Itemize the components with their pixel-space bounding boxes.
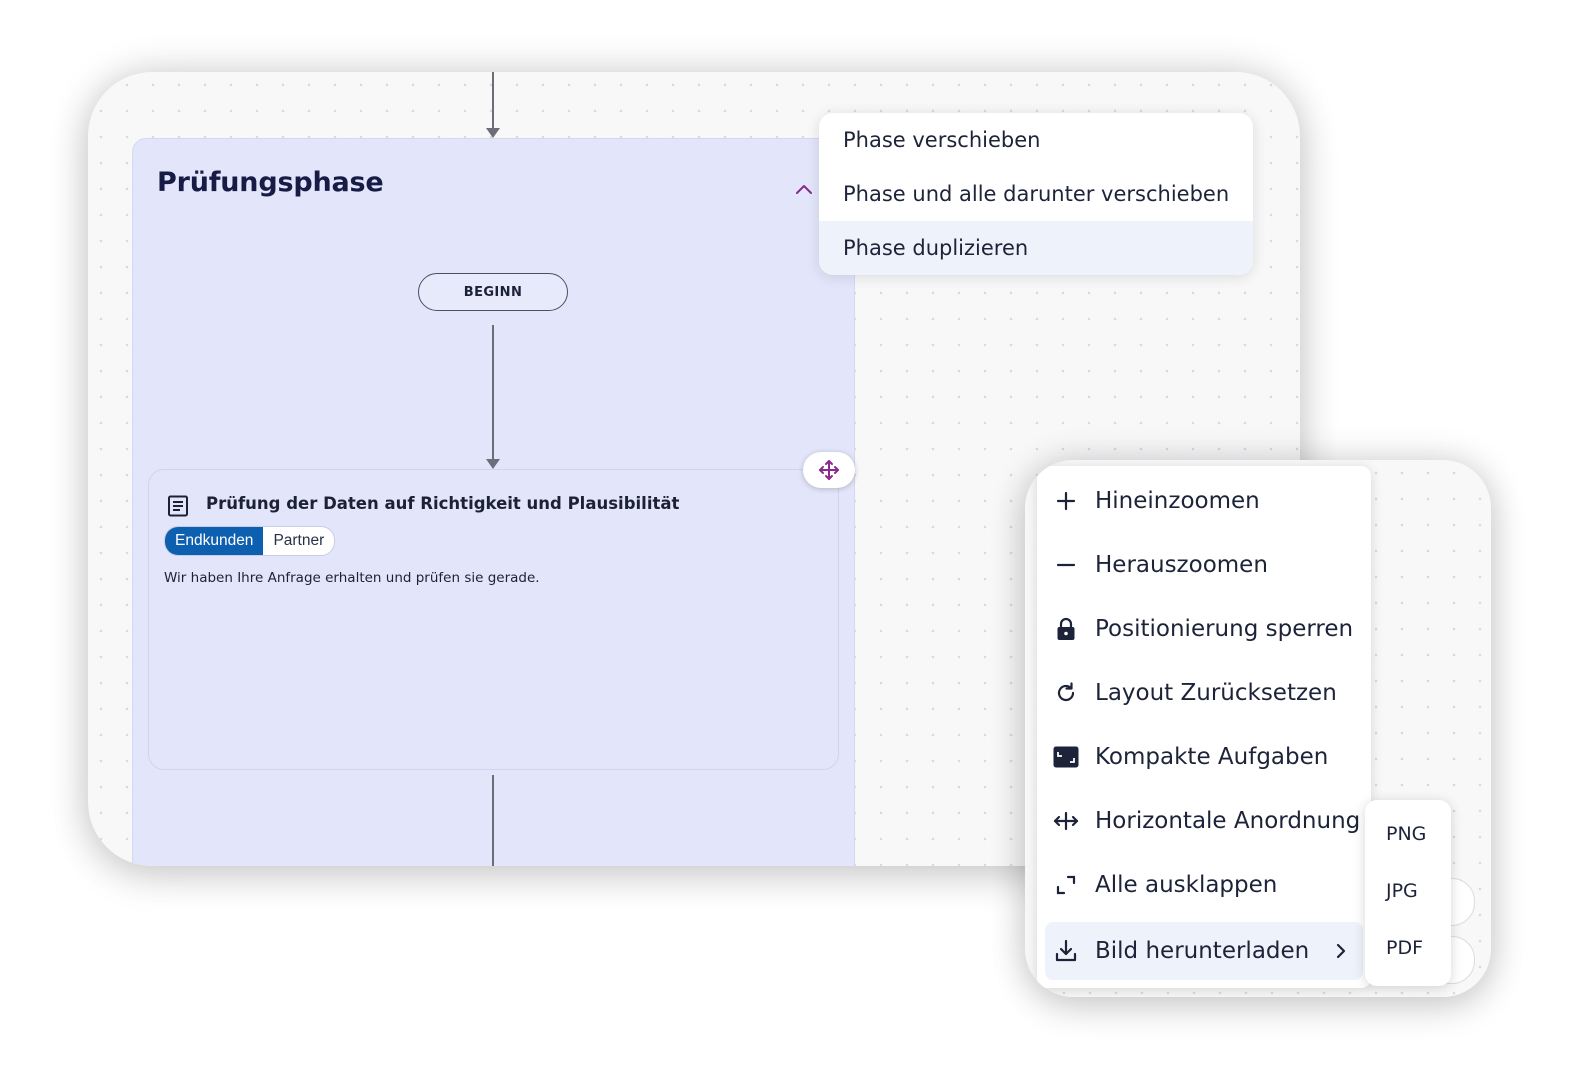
download-icon bbox=[1053, 938, 1079, 964]
task-description: Wir haben Ihre Anfrage erhalten und prüf… bbox=[164, 570, 540, 586]
document-icon bbox=[168, 495, 188, 517]
compact-icon bbox=[1053, 744, 1079, 770]
menu-item-label: Alle ausklappen bbox=[1095, 872, 1278, 898]
menu-item-label: Hineinzoomen bbox=[1095, 488, 1260, 514]
start-node[interactable]: BEGINN bbox=[418, 273, 568, 311]
format-option-jpg[interactable]: JPG bbox=[1386, 880, 1418, 902]
menu-item-horizontal-layout[interactable]: Horizontale Anordnung bbox=[1045, 792, 1363, 850]
chevron-right-icon bbox=[1336, 943, 1346, 959]
menu-item-label: Bild herunterladen bbox=[1095, 938, 1310, 964]
download-format-submenu: PNG JPG PDF bbox=[1365, 800, 1451, 986]
format-option-pdf[interactable]: PDF bbox=[1386, 937, 1424, 959]
connector-arrow-head bbox=[486, 128, 500, 138]
menu-item-expand-all[interactable]: Alle ausklappen bbox=[1045, 856, 1363, 914]
move-icon bbox=[819, 460, 839, 480]
menu-item-label: Positionierung sperren bbox=[1095, 616, 1354, 642]
task-card[interactable]: Prüfung der Daten auf Richtigkeit und Pl… bbox=[148, 469, 839, 770]
horizontal-arrows-icon bbox=[1053, 808, 1079, 834]
format-option-png[interactable]: PNG bbox=[1386, 823, 1427, 845]
connector-arrow bbox=[492, 775, 494, 866]
connector-arrow bbox=[492, 325, 494, 459]
audience-option-partner[interactable]: Partner bbox=[263, 527, 334, 555]
menu-item-compact-tasks[interactable]: Kompakte Aufgaben bbox=[1045, 728, 1363, 786]
move-handle[interactable] bbox=[803, 452, 855, 488]
lock-icon bbox=[1053, 616, 1079, 642]
chevron-up-icon[interactable] bbox=[793, 181, 815, 197]
menu-item-label: Layout Zurücksetzen bbox=[1095, 680, 1337, 706]
menu-item-phase-verschieben[interactable]: Phase verschieben bbox=[843, 128, 1041, 152]
canvas-options-panel: Hineinzoomen Herauszoomen Positionierung… bbox=[1025, 460, 1491, 997]
connector-arrow-head bbox=[486, 459, 500, 469]
connector-arrow bbox=[492, 72, 494, 128]
menu-item-label: Horizontale Anordnung bbox=[1095, 808, 1361, 834]
menu-item-zoom-in[interactable]: Hineinzoomen bbox=[1045, 472, 1363, 530]
menu-item-reset-layout[interactable]: Layout Zurücksetzen bbox=[1045, 664, 1363, 722]
menu-item-phase-duplizieren[interactable]: Phase duplizieren bbox=[819, 221, 1253, 275]
phase-context-menu: Phase verschieben Phase und alle darunte… bbox=[819, 113, 1253, 275]
minus-icon bbox=[1053, 552, 1079, 578]
canvas-context-menu: Hineinzoomen Herauszoomen Positionierung… bbox=[1037, 466, 1371, 988]
plus-icon bbox=[1053, 488, 1079, 514]
menu-item-zoom-out[interactable]: Herauszoomen bbox=[1045, 536, 1363, 594]
menu-item-phase-und-alle-verschieben[interactable]: Phase und alle darunter verschieben bbox=[843, 182, 1230, 206]
menu-item-download-image[interactable]: Bild herunterladen bbox=[1045, 922, 1363, 980]
menu-item-label: Kompakte Aufgaben bbox=[1095, 744, 1329, 770]
menu-item-lock-position[interactable]: Positionierung sperren bbox=[1045, 600, 1363, 658]
audience-option-endkunden[interactable]: Endkunden bbox=[165, 527, 264, 555]
reset-icon bbox=[1053, 680, 1079, 706]
menu-item-label: Herauszoomen bbox=[1095, 552, 1268, 578]
phase-title: Prüfungsphase bbox=[157, 167, 384, 198]
audience-toggle[interactable]: Endkunden Partner bbox=[164, 526, 336, 556]
task-title: Prüfung der Daten auf Richtigkeit und Pl… bbox=[206, 494, 680, 513]
expand-icon bbox=[1053, 872, 1079, 898]
phase-container[interactable]: Prüfungsphase BEGINN Prüfung der Daten a… bbox=[132, 138, 855, 866]
